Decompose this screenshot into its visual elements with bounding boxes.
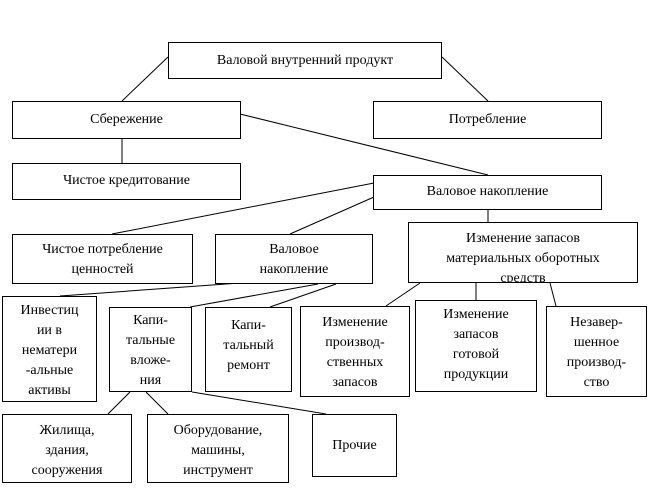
connector-gross-accumulation-fixed-capital: [289, 196, 375, 235]
connector-savings-gross-accumulation: [239, 113, 489, 176]
other-box: Прочие: [312, 414, 397, 477]
connector-fixed-capital-intangible: [59, 282, 241, 297]
connector-investment-housing: [107, 391, 131, 415]
gross-fixed-capital-box: Валовое накопление основного капитала: [215, 234, 373, 284]
consumption-box: Потребление: [373, 101, 602, 139]
finished-goods-change-box: Изменение запасов готовой продукции: [415, 300, 537, 392]
net-valuables-box: Чистое потребление ценностей: [12, 234, 193, 284]
connector-gdp-consumption: [441, 56, 489, 102]
capital-investment-box: Капи- тальные вложе- ния: [109, 307, 192, 392]
intangible-investment-box: Инвестиц ии в нематери -альные активы: [2, 296, 97, 402]
equipment-box: Оборудование, машины, инструмент: [147, 414, 289, 483]
net-lending-box: Чистое кредитование: [12, 163, 241, 200]
gdp-box: Валовой внутренний продукт: [168, 42, 442, 79]
housing-box: Жилища, здания, сооружения: [2, 414, 132, 483]
connector-fixed-capital-investment: [189, 283, 319, 308]
connector-gdp-savings: [121, 56, 169, 102]
savings-box: Сбережение: [12, 101, 241, 139]
inventory-change-box: Изменение запасов материальных оборотных…: [408, 222, 638, 283]
connector-inventory-wip: [549, 282, 557, 307]
capital-repair-box: Капи- тальный ремонт: [205, 307, 292, 392]
wip-change-box: Незавер- шенное производ- ство: [546, 306, 647, 397]
connector-investment-equipment: [145, 391, 169, 415]
gross-accumulation-box: Валовое накопление: [373, 175, 602, 210]
connector-gross-accumulation-valuables: [111, 182, 375, 235]
connector-inventory-production: [385, 282, 421, 307]
connector-investment-other: [191, 391, 327, 415]
production-stock-change-box: Изменение производ- ственных запасов: [300, 306, 410, 397]
connector-fixed-capital-repair: [269, 283, 337, 308]
